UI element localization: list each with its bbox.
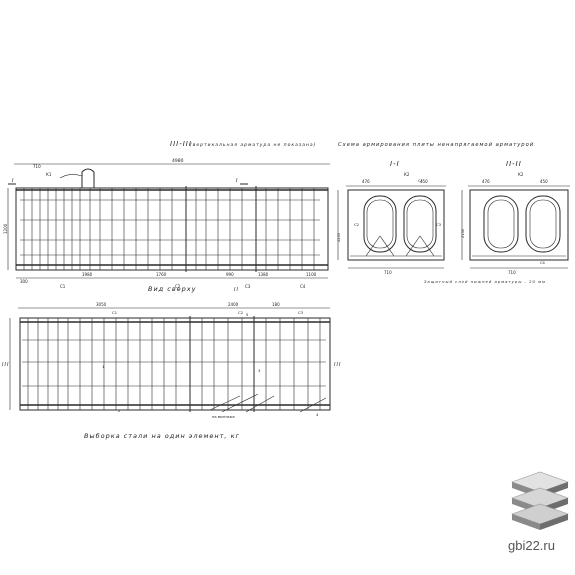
dim-300-a: 300 xyxy=(20,279,28,284)
dim-2400: 2400 xyxy=(228,302,239,307)
dim-450-a: 450 xyxy=(420,179,428,184)
cut-marker-iii-left: III xyxy=(2,362,9,368)
watermark-site: gbi22.ru xyxy=(508,538,555,553)
elevation-verticals-right xyxy=(201,318,321,410)
protective-layer-note: Защитный слой нижней арматуры - 20 мм xyxy=(424,279,546,284)
mark-c1-iii: С1 xyxy=(112,310,118,315)
mark-c2-iii: С2 xyxy=(238,310,244,315)
mark-c2-plan: С2 xyxy=(175,284,181,289)
transverse-bars-right xyxy=(195,188,315,270)
void-3 xyxy=(483,195,519,253)
scheme-title: Схема армирования плиты ненапрягаемой ар… xyxy=(338,142,534,148)
void-2 xyxy=(403,195,437,253)
transverse-bars-left xyxy=(23,188,173,270)
pos-4: 4 xyxy=(316,412,319,417)
dim-1380-a: 1380 xyxy=(258,272,269,277)
dim-700-text: 710 xyxy=(33,164,41,169)
mark-c4-plan: С4 xyxy=(300,284,306,289)
cut-marker-ii: II xyxy=(234,287,239,293)
elevation-verticals-left xyxy=(27,318,177,410)
mark-c1-i: С1 xyxy=(418,178,424,183)
mark-k2-i: К2 xyxy=(404,172,410,177)
section-note: (вертикальная арматура не показана) xyxy=(190,142,316,148)
cut-marker-i-left: I xyxy=(12,178,14,184)
dim-3050: 3050 xyxy=(96,302,107,307)
dim-2200-side: 2200 xyxy=(337,232,341,242)
section-i-i-title: I-I xyxy=(390,160,400,168)
section-ii-ii-title: II-II xyxy=(506,160,522,168)
dim-1100-a: 1100 xyxy=(306,272,317,277)
mark-c3-i: С3 xyxy=(436,222,442,227)
leader-k1 xyxy=(59,174,83,179)
dim-710-i: 710 xyxy=(384,270,392,275)
dim-1760-a: 1760 xyxy=(156,272,167,277)
section-i-outline xyxy=(347,189,445,261)
dim-476-b: 476 xyxy=(482,179,490,184)
pos-3: 3 xyxy=(258,368,261,373)
cut-marker-i-right: I xyxy=(236,178,238,184)
dim-1980-a: 1980 xyxy=(82,272,93,277)
plan-view-top: 4980 710 xyxy=(3,158,330,293)
section-ii-ii: II-II 476 450 2150 710 К2 С4 xyxy=(461,160,570,275)
dim-450-b: 450 xyxy=(540,179,548,184)
section-label: III-III xyxy=(170,140,192,148)
pos-1: 1 xyxy=(102,364,105,369)
void-4 xyxy=(525,195,561,253)
pos-5: 5 xyxy=(246,312,249,317)
section-iii-iii: 3050 2400 180 С1 С2 С3 xyxy=(2,302,341,419)
void-1 xyxy=(363,195,397,253)
mark-k1-plan: К1 xyxy=(46,172,52,177)
gbi-logo-icon xyxy=(511,471,569,530)
section-i-i: I-I 476 450 2200 710 К2 С1 С2 С3 xyxy=(337,160,446,275)
dim-180: 180 xyxy=(272,302,280,307)
dim-2150-side: 2150 xyxy=(461,228,465,238)
on-mounting-note: на монтаже xyxy=(212,415,235,419)
dim-overall-text: 4980 xyxy=(172,158,184,164)
slab-outline-elevation xyxy=(19,317,331,411)
dim-710-ii: 710 xyxy=(508,270,516,275)
cut-marker-iii-right: III xyxy=(334,362,341,368)
top-view-title: Вид сверху xyxy=(148,285,196,293)
section-ii-outline xyxy=(469,189,569,261)
mark-c2-i: С2 xyxy=(354,222,360,227)
mark-c1-plan: С1 xyxy=(60,284,66,289)
stirrups-i xyxy=(365,235,435,257)
dim-1200-side: 1200 xyxy=(3,223,8,234)
lifting-loop xyxy=(81,168,95,188)
dim-990-a: 990 xyxy=(226,272,234,277)
mark-c3-plan: С3 xyxy=(245,284,251,289)
pos-2: 2 xyxy=(118,408,121,413)
leaders-elevation xyxy=(209,393,327,413)
mark-c4-ii: С4 xyxy=(540,261,546,265)
mark-c3-iii: С3 xyxy=(298,310,304,315)
mark-k2-ii: К2 xyxy=(518,172,524,177)
dim-476-a: 476 xyxy=(362,179,370,184)
steel-table-title: Выборка стали на один элемент, кг xyxy=(84,432,240,440)
